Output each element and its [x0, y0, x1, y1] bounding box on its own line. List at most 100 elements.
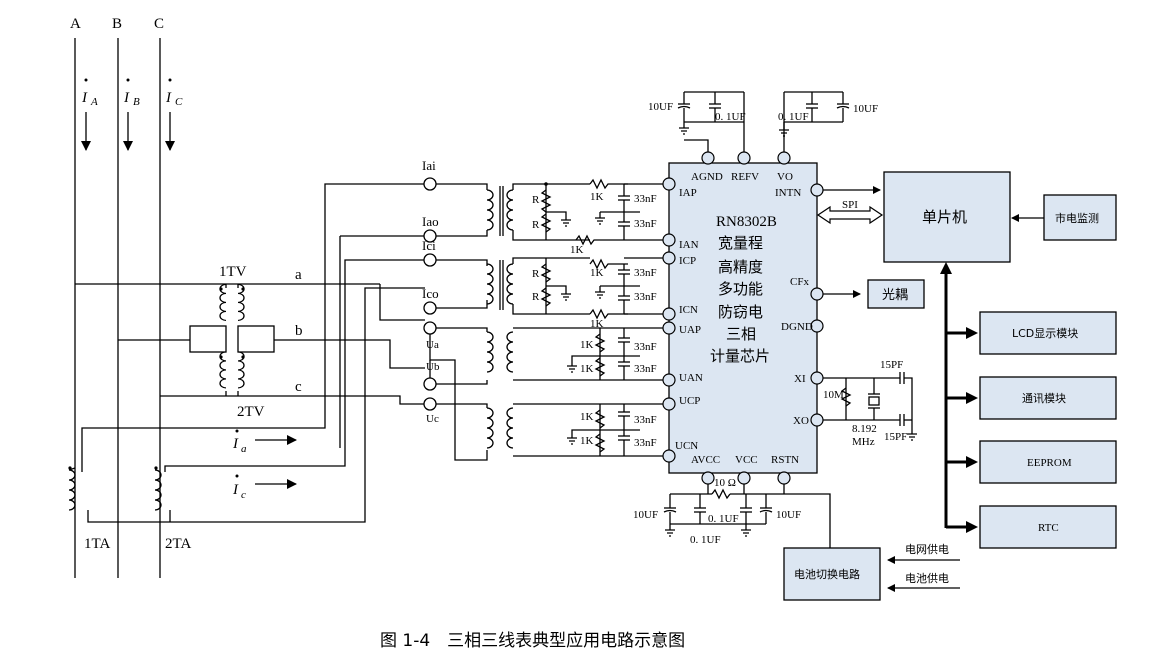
- phase-label-c: C: [154, 16, 164, 32]
- isolation-transformers: [486, 186, 514, 449]
- pin-vo: VO: [777, 171, 793, 183]
- chip-line-2: 高精度: [718, 258, 763, 276]
- k1-label-5: 1K: [580, 339, 594, 351]
- current-label-ia-sec: I: [232, 436, 239, 452]
- terminal-ico: Ico: [422, 286, 439, 301]
- tap-label-a: a: [295, 267, 302, 283]
- c33-label-5: 33nF: [634, 341, 657, 353]
- pin-vcc: VCC: [735, 454, 758, 466]
- pin-avcc: AVCC: [691, 454, 720, 466]
- comm-block: [979, 376, 1117, 420]
- r-label-1: R: [532, 194, 540, 206]
- terminal-ua: Ua: [426, 339, 439, 351]
- tap-label-b: b: [295, 323, 303, 339]
- terminal-iao: Iao: [422, 214, 439, 229]
- c33-label-4: 33nF: [634, 291, 657, 303]
- chip-name: RN8302B: [716, 214, 777, 230]
- terminal-iai: Iai: [422, 158, 436, 173]
- crystal-c-label-1: 15PF: [880, 359, 903, 371]
- terminal-uc: Uc: [426, 413, 439, 425]
- c33-label-6: 33nF: [634, 363, 657, 375]
- line-currents: I A I B I C: [81, 78, 183, 151]
- lcd-label: LCD显示模块: [1012, 327, 1078, 340]
- pin-iap: IAP: [679, 187, 697, 199]
- eeprom-label: EEPROM: [1027, 457, 1072, 469]
- cap-label-01uf-top-right: 0. 1UF: [778, 111, 809, 123]
- r-label-2: R: [532, 219, 540, 231]
- pin-cfx: CFx: [790, 276, 809, 288]
- mains-monitor-block: [1043, 194, 1117, 241]
- optocoupler-label: 光耦: [882, 288, 908, 303]
- module-bus: [940, 262, 978, 533]
- tv1-label: 1TV: [219, 264, 247, 280]
- rtc-label: RTC: [1038, 522, 1059, 534]
- ta2-label: 2TA: [165, 536, 191, 552]
- filter-network: [512, 178, 664, 457]
- pin-refv: REFV: [731, 171, 759, 183]
- spi-bus: [816, 186, 884, 225]
- current-sub-ib: B: [133, 96, 140, 108]
- r-label-3: R: [532, 268, 540, 280]
- pin-agnd: AGND: [691, 171, 723, 183]
- cap-label-01uf-bottom-1: 0. 1UF: [708, 513, 739, 525]
- current-sub-ic: C: [175, 96, 183, 108]
- k1-label-6: 1K: [580, 363, 594, 375]
- current-sub-ia-sec: a: [241, 443, 247, 455]
- k1-label-3: 1K: [590, 267, 604, 279]
- cap-label-10uf-bottom-left: 10UF: [633, 509, 658, 521]
- crystal-network: [823, 372, 917, 441]
- crystal-r-label: 10M: [823, 389, 844, 401]
- current-label-ic-sec: I: [232, 482, 239, 498]
- pin-ucn: UCN: [675, 440, 698, 452]
- crystal-freq-1: 8.192: [852, 423, 877, 435]
- pin-rstn: RSTN: [771, 454, 799, 466]
- pin-icn: ICN: [679, 304, 698, 316]
- pin-uap: UAP: [679, 324, 701, 336]
- power-input-battery: 电池供电: [905, 571, 949, 585]
- cap-label-01uf-top-left: 0. 1UF: [715, 111, 746, 123]
- current-label-ic: I: [165, 90, 172, 106]
- chip-line-5: 三相: [726, 325, 756, 343]
- current-sub-ic-sec: c: [241, 489, 246, 501]
- crystal-c-label-2: 15PF: [884, 431, 907, 443]
- terminal-ub: Ub: [426, 361, 440, 373]
- k1-label-8: 1K: [580, 435, 594, 447]
- secondary-currents: I a I c: [232, 429, 297, 501]
- pin-xi: XI: [794, 373, 806, 385]
- phase-lines: [74, 38, 161, 578]
- c33-label-3: 33nF: [634, 267, 657, 279]
- tap-label-c: c: [295, 379, 302, 395]
- chip-line-1: 宽量程: [718, 234, 763, 252]
- current-label-ia: I: [81, 90, 88, 106]
- component-labels: R R R R 1K 1K 1K 1K 1K 1K 1K 1K 33nF 33n…: [532, 191, 657, 449]
- chip-line-6: 计量芯片: [710, 347, 770, 365]
- terminal-ici: Ici: [422, 238, 436, 253]
- current-sub-ia: A: [90, 96, 98, 108]
- k1-label-4: 1K: [590, 318, 604, 330]
- crystal-freq-2: MHz: [852, 436, 875, 448]
- k1-label-2: 1K: [570, 244, 584, 256]
- battery-switch-block: [783, 547, 881, 601]
- pin-ucp: UCP: [679, 395, 700, 407]
- spi-label: SPI: [842, 199, 858, 211]
- tv2-label: 2TV: [237, 404, 265, 420]
- pin-ian: IAN: [679, 239, 699, 251]
- c33-label-8: 33nF: [634, 437, 657, 449]
- battery-switch-label: 电池切换电路: [794, 567, 860, 581]
- pin-icp: ICP: [679, 255, 696, 267]
- mains-monitor-label: 市电监测: [1055, 211, 1099, 225]
- comm-label: 通讯模块: [1022, 392, 1066, 405]
- lcd-block: [979, 311, 1117, 355]
- rn8302b-chip: [668, 162, 818, 474]
- c33-label-1: 33nF: [634, 193, 657, 205]
- phase-label-b: B: [112, 16, 122, 32]
- pin-intn: INTN: [775, 187, 801, 199]
- cap-label-10uf-bottom-right: 10UF: [776, 509, 801, 521]
- voltage-transformers: [75, 283, 380, 397]
- chip-line-4: 防窃电: [718, 303, 763, 321]
- pin-xo: XO: [793, 415, 809, 427]
- figure-caption: 图 1-4 三相三线表典型应用电路示意图: [380, 631, 685, 651]
- eeprom-block: [979, 440, 1117, 484]
- current-label-ib: I: [123, 90, 130, 106]
